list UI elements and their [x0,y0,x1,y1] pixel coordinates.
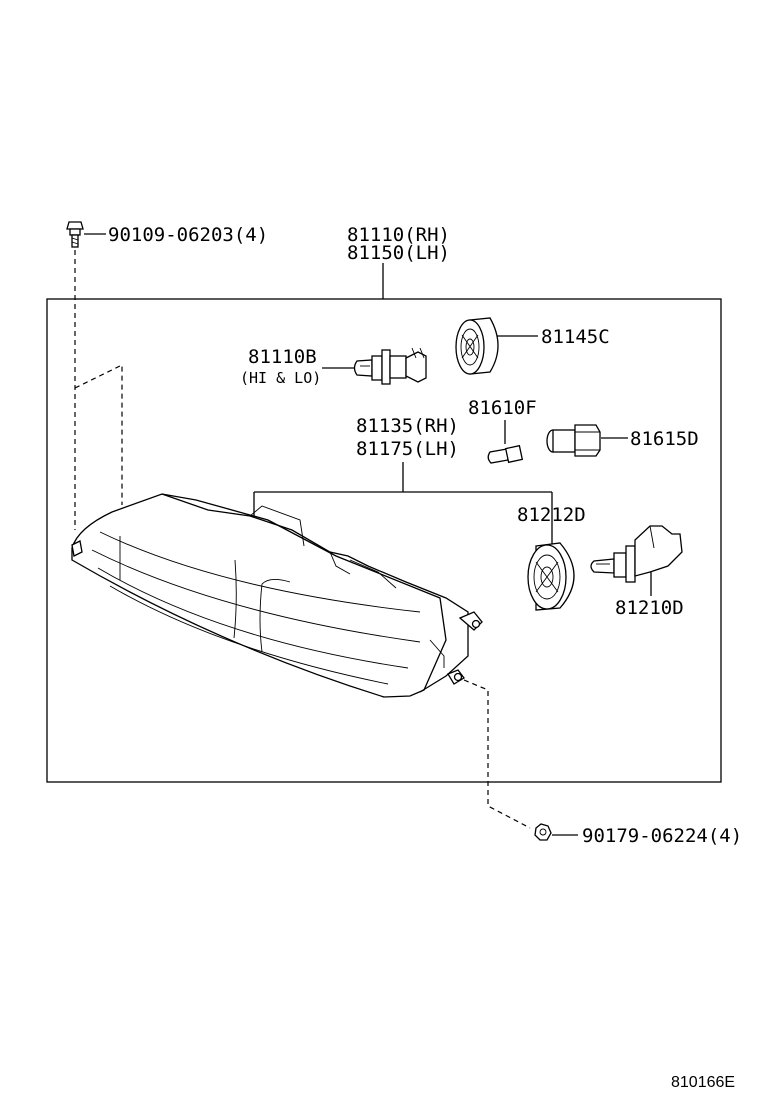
label-unit-rh: 81110(RH) [347,224,450,246]
leader-lamp [253,462,553,545]
screw-icon [66,221,84,248]
label-screw: 90109-06203(4) [108,224,268,246]
nut-icon [534,823,552,841]
label-bulb-hilo-note: (HI & LO) [240,369,321,387]
bulb-cover-icon [455,317,499,375]
label-lamp-rh: 81135(RH) [356,415,459,437]
label-unit-lh: 81150(LH) [347,242,450,264]
headlamp-housing-icon [71,493,483,698]
dash-screw-guide-2 [74,364,123,505]
label-seal: 81212D [517,504,586,526]
socket-icon [546,424,601,457]
label-cover: 81145C [541,326,610,348]
label-wedge-bulb: 81610F [468,397,537,419]
diagram-ref: 810166E [671,1074,735,1091]
fog-bulb-icon [590,525,683,583]
label-socket: 81615D [630,428,699,450]
dash-nut-guide [463,679,531,829]
halogen-bulb-icon [353,347,427,385]
label-fog-bulb: 81210D [615,597,684,619]
seal-ring-icon [527,542,575,611]
label-bulb-hilo: 81110B [248,346,317,368]
wedge-bulb-icon [487,444,524,464]
assembly-frame [46,298,722,783]
label-lamp-lh: 81175(LH) [356,438,459,460]
label-nut: 90179-06224(4) [582,825,742,847]
